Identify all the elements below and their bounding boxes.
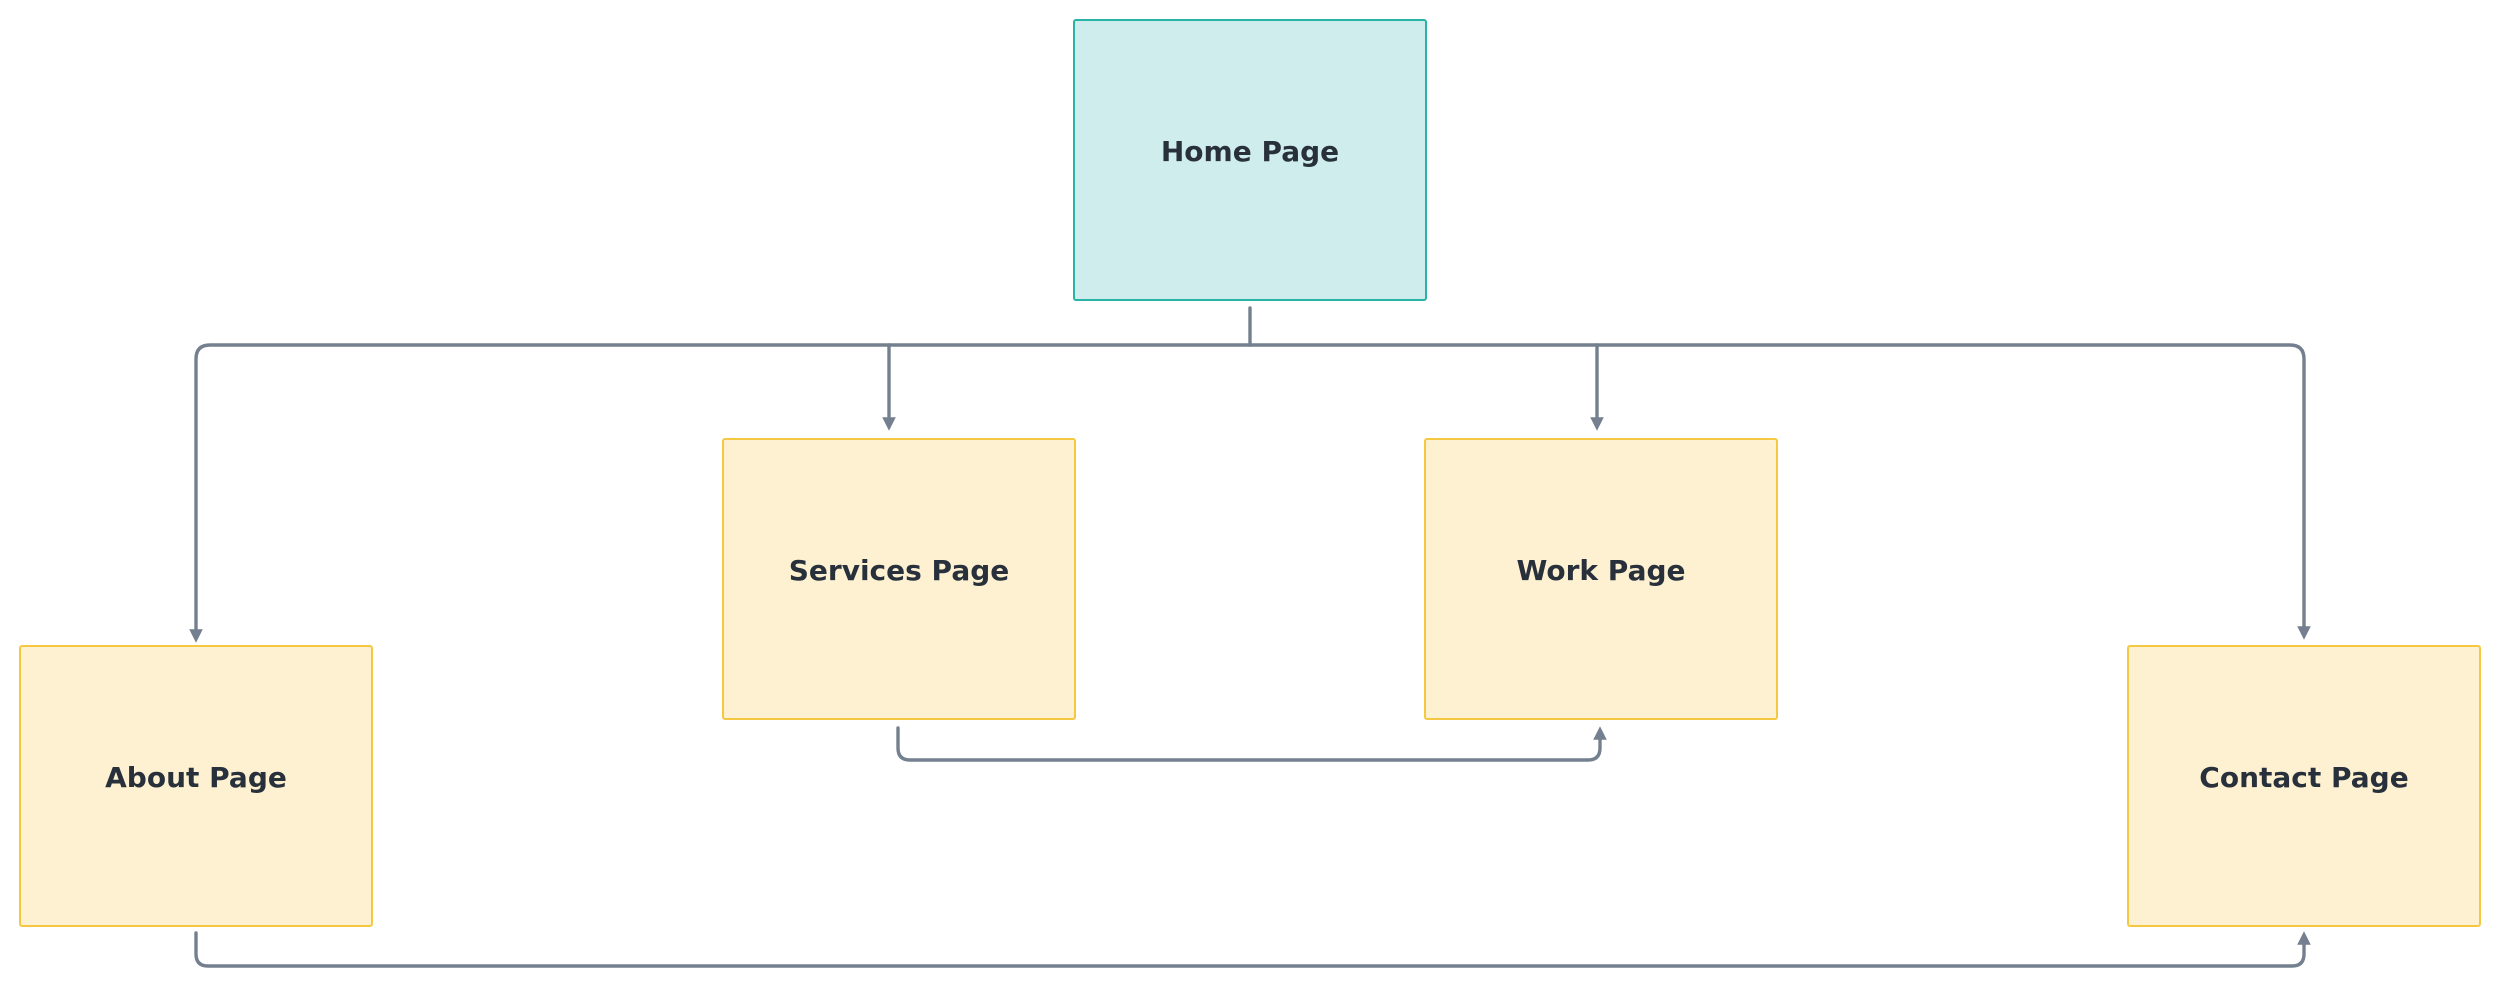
connector-home-to-about (189, 343, 1252, 643)
contact-page-box (2127, 645, 2481, 927)
connector-about-to-contact (194, 931, 2311, 968)
node-about-page[interactable]: About Page (19, 645, 373, 927)
node-services-page[interactable]: Services Page (722, 438, 1076, 720)
work-page-box (1424, 438, 1778, 720)
home-page-box (1073, 19, 1427, 301)
about-page-box (19, 645, 373, 927)
connector-home-to-contact (1248, 343, 2311, 640)
about-page-label: About Page (105, 761, 287, 794)
node-work-page[interactable]: Work Page (1424, 438, 1778, 720)
connector-services-to-work (896, 726, 1607, 762)
services-page-box (722, 438, 1076, 720)
contact-page-label: Contact Page (2199, 761, 2408, 794)
node-home-page[interactable]: Home Page (1073, 19, 1427, 301)
node-contact-page[interactable]: Contact Page (2127, 645, 2481, 927)
work-page-label: Work Page (1517, 554, 1686, 587)
home-page-label: Home Page (1161, 135, 1339, 168)
connectors (189, 306, 2311, 968)
services-page-label: Services Page (789, 554, 1010, 587)
